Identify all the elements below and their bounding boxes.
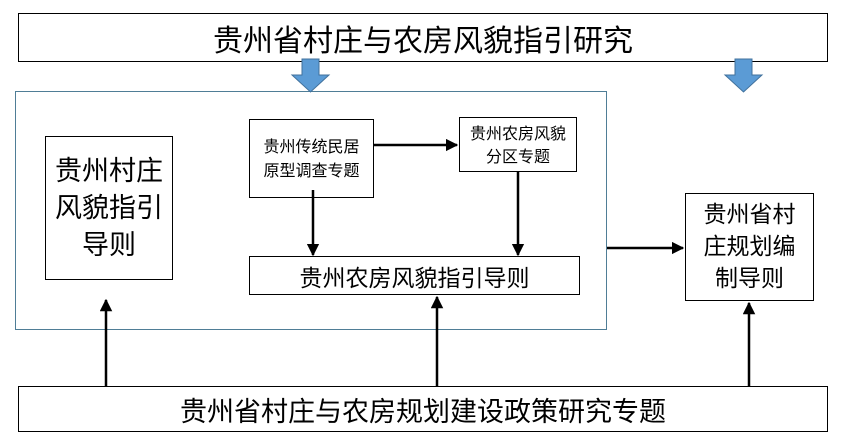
village-style-guide-box: 贵州村庄风貌指引导则 — [45, 136, 173, 280]
house-style-guide-box: 贵州农房风貌指引导则 — [249, 256, 580, 295]
top-banner-research-title: 贵州省村庄与农房风貌指引研究 — [18, 13, 828, 62]
village-planning-guide-box: 贵州省村庄规划编制导则 — [685, 193, 814, 301]
bottom-banner-policy-topic: 贵州省村庄与农房规划建设政策研究专题 — [18, 386, 828, 432]
house-style-zoning-box: 贵州农房风貌分区专题 — [459, 117, 577, 172]
traditional-dwelling-survey-box: 贵州传统民居原型调查专题 — [249, 119, 374, 198]
block-arrow-down-left — [290, 58, 331, 93]
block-arrow-down-right — [723, 58, 764, 93]
